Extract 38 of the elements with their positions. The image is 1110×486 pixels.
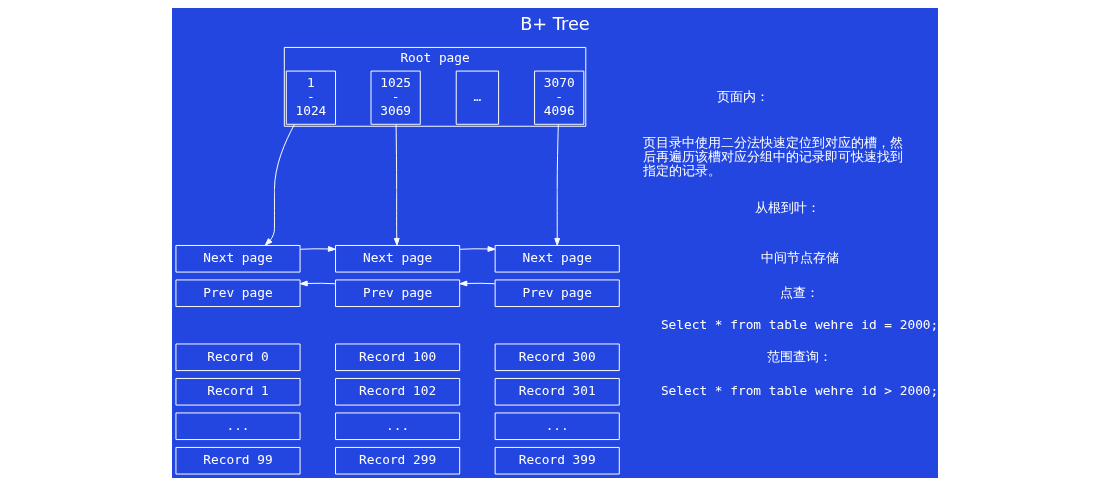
node-box: Prev page	[175, 279, 301, 308]
node-box: Prev page	[335, 279, 461, 308]
diagram-title: B+ Tree	[520, 14, 590, 35]
label: Select * from table wehre id = 2000;	[660, 316, 939, 332]
node-box: Next page	[175, 244, 301, 273]
label: Select * from table wehre id > 2000;	[660, 383, 939, 399]
label: 点查：	[780, 284, 820, 300]
node-box: Record 102	[335, 377, 461, 406]
node-box: Record 99	[175, 446, 301, 475]
label: 从根到叶：	[755, 200, 821, 216]
node-box: Prev page	[494, 279, 620, 308]
node-box: Record 300	[494, 343, 620, 372]
node-box: 3070 - 4096	[534, 70, 585, 125]
arrow	[459, 246, 496, 252]
node-box: Record 1	[175, 377, 301, 406]
node-box: Record 100	[335, 343, 461, 372]
label: 中间节点存储	[760, 250, 839, 266]
arrow	[299, 246, 336, 252]
node-box: Record 399	[494, 446, 620, 475]
label: 页目录中使用二分法快速定位到对应的槽，然后再遍历该槽对应分组中的记录即可快速找到指定的记录。	[642, 135, 903, 178]
node-box: 1 - 1024	[285, 70, 337, 125]
label: 页面内：	[717, 89, 770, 105]
node-box: 1025 - 3069	[370, 70, 421, 125]
node-box: ...	[335, 412, 461, 441]
arrow	[299, 280, 336, 287]
node-box: Record 301	[494, 377, 620, 406]
arrow	[459, 280, 496, 287]
arrow	[554, 123, 561, 246]
node-box: ...	[175, 412, 301, 441]
node-box: Record 299	[335, 446, 461, 475]
arrow	[264, 124, 295, 246]
node-box: Next page	[494, 244, 620, 273]
node-box: ...	[494, 412, 620, 441]
node-box: Record 0	[175, 343, 301, 372]
label: 范围查询：	[767, 348, 833, 364]
node-box: Next page	[335, 244, 461, 273]
node-box: …	[455, 70, 500, 125]
arrow	[393, 123, 400, 246]
